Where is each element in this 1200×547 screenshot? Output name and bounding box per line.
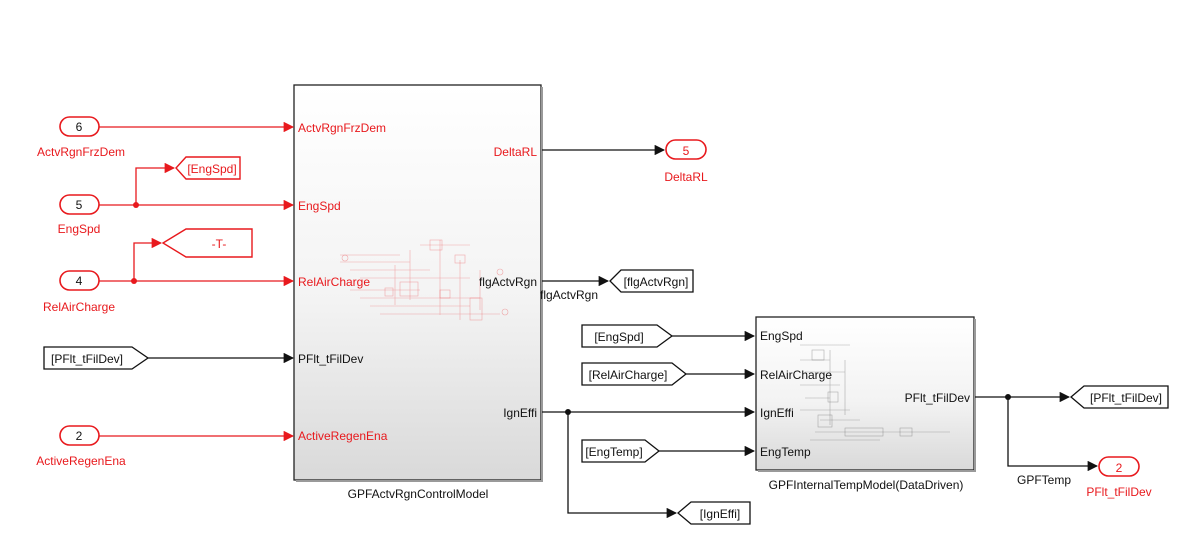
goto-engspd[interactable]: [EngSpd] bbox=[175, 156, 241, 180]
from-engspd[interactable]: [EngSpd] bbox=[581, 324, 674, 348]
signal-name-label: flgActvRgn bbox=[540, 288, 598, 302]
signal-line[interactable] bbox=[133, 237, 163, 281]
temp-model-name: GPFInternalTempModel(DataDriven) bbox=[769, 478, 964, 492]
from-tag-label: [EngTemp] bbox=[585, 445, 642, 459]
outport-deltarl[interactable]: 5 DeltaRL bbox=[664, 139, 708, 184]
signal-line[interactable] bbox=[1007, 397, 1099, 472]
inport-label: ActiveRegenEna bbox=[36, 454, 126, 468]
signal-line[interactable] bbox=[135, 162, 176, 205]
inport-number: 4 bbox=[76, 274, 83, 288]
signal-name-label: GPFTemp bbox=[1017, 473, 1071, 487]
goto-tag-label: [PFlt_tFilDev] bbox=[1090, 391, 1162, 405]
inport-number: 5 bbox=[76, 198, 83, 212]
from-tag-label: [PFlt_tFilDev] bbox=[51, 352, 123, 366]
temp-input-label: RelAirCharge bbox=[760, 368, 832, 382]
inport-relaircharge[interactable]: 4 RelAirCharge bbox=[43, 270, 115, 314]
goto-tag-label: -T- bbox=[212, 237, 227, 251]
goto-pflt-tfildev[interactable]: [PFlt_tFilDev] bbox=[1069, 385, 1169, 409]
outport-number: 5 bbox=[683, 144, 690, 158]
goto-t[interactable]: -T- bbox=[161, 228, 253, 258]
control-input-label: ActiveRegenEna bbox=[298, 429, 388, 443]
branch-point bbox=[133, 202, 139, 208]
control-output-label: flgActvRgn bbox=[479, 275, 537, 289]
control-input-label: RelAirCharge bbox=[298, 275, 370, 289]
from-tag-label: [EngSpd] bbox=[594, 330, 643, 344]
from-relaircharge[interactable]: [RelAirCharge] bbox=[581, 362, 688, 386]
from-pflt-tfildev[interactable]: [PFlt_tFilDev] bbox=[43, 346, 150, 370]
control-input-label: ActvRgnFrzDem bbox=[298, 121, 386, 135]
inport-label: RelAirCharge bbox=[43, 300, 115, 314]
from-tag-label: [RelAirCharge] bbox=[589, 368, 668, 382]
temp-input-label: EngTemp bbox=[760, 445, 811, 459]
outport-label: PFlt_tFilDev bbox=[1086, 485, 1151, 499]
temp-output-label: PFlt_tFilDev bbox=[905, 391, 970, 405]
temp-model-block[interactable]: GPFInternalTempModel(DataDriven) bbox=[755, 316, 976, 492]
inport-actvrgnfrzdem[interactable]: 6 ActvRgnFrzDem bbox=[37, 116, 125, 159]
goto-tag-label: [EngSpd] bbox=[187, 162, 236, 176]
goto-flgactvrgn[interactable]: [flgActvRgn] bbox=[609, 269, 694, 293]
signal-line[interactable] bbox=[567, 412, 678, 519]
temp-input-label: IgnEffi bbox=[760, 406, 794, 420]
outport-label: DeltaRL bbox=[664, 170, 708, 184]
inport-number: 6 bbox=[76, 120, 83, 134]
control-output-label: IgnEffi bbox=[503, 406, 537, 420]
goto-ignef[interactable]: [IgnEffi] bbox=[676, 501, 751, 525]
control-model-name: GPFActvRgnControlModel bbox=[348, 487, 489, 501]
inport-activeregenena[interactable]: 2 ActiveRegenEna bbox=[36, 425, 126, 468]
control-model-block[interactable]: GPFActvRgnControlModel bbox=[293, 84, 543, 501]
control-input-label: EngSpd bbox=[298, 199, 341, 213]
control-model-thumbnail bbox=[340, 239, 509, 321]
control-output-label: DeltaRL bbox=[494, 145, 538, 159]
branch-point bbox=[131, 278, 137, 284]
outport-pflt-tfildev[interactable]: 2 PFlt_tFilDev bbox=[1086, 456, 1152, 499]
outport-number: 2 bbox=[1116, 461, 1123, 475]
inport-number: 2 bbox=[76, 429, 83, 443]
control-input-label: PFlt_tFilDev bbox=[298, 352, 363, 366]
goto-tag-label: [flgActvRgn] bbox=[624, 275, 689, 289]
from-engtemp[interactable]: [EngTemp] bbox=[581, 439, 661, 463]
inport-engspd[interactable]: 5 EngSpd bbox=[58, 194, 101, 236]
temp-model-thumbnail bbox=[800, 344, 950, 441]
inport-label: EngSpd bbox=[58, 222, 101, 236]
branch-point bbox=[565, 409, 571, 415]
branch-point bbox=[1005, 394, 1011, 400]
inport-label: ActvRgnFrzDem bbox=[37, 145, 125, 159]
temp-input-label: EngSpd bbox=[760, 329, 803, 343]
goto-tag-label: [IgnEffi] bbox=[700, 507, 740, 521]
